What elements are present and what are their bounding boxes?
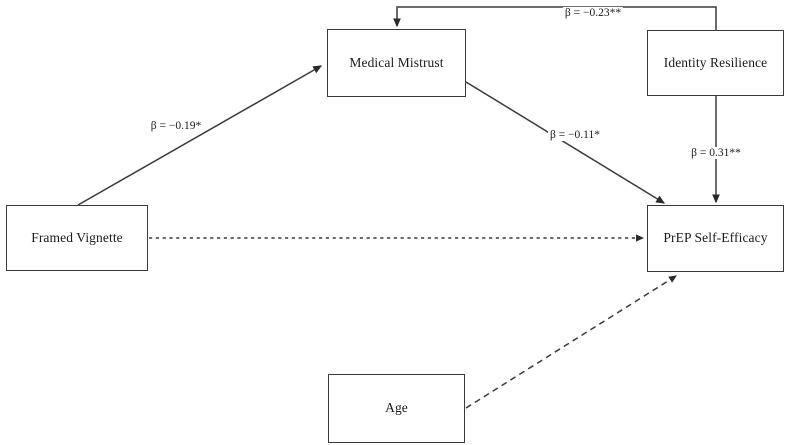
node-prep-self-efficacy[interactable]: PrEP Self-Efficacy <box>647 205 784 272</box>
node-age[interactable]: Age <box>328 374 465 443</box>
node-medical-mistrust-label: Medical Mistrust <box>349 54 444 70</box>
node-prep-self-efficacy-label: PrEP Self-Efficacy <box>663 230 768 246</box>
edge-vignette-to-mistrust <box>77 65 323 206</box>
edge-age-to-prep <box>465 275 677 409</box>
node-framed-vignette-label: Framed Vignette <box>31 229 123 245</box>
node-identity-resilience-label: Identity Resilience <box>663 54 768 70</box>
edge-label-identity-to-mistrust: β = −0.23** <box>562 7 624 19</box>
node-age-label: Age <box>385 400 408 416</box>
node-identity-resilience[interactable]: Identity Resilience <box>647 30 784 96</box>
edge-label-mistrust-to-prep: β = −0.11* <box>547 129 603 141</box>
node-framed-vignette[interactable]: Framed Vignette <box>6 205 148 271</box>
edge-label-identity-to-prep: β = 0.31** <box>689 147 743 159</box>
edge-mistrust-to-prep <box>465 81 666 204</box>
edge-label-vignette-to-mistrust: β = −0.19* <box>148 120 204 132</box>
edge-identity-to-mistrust <box>393 6 717 30</box>
node-medical-mistrust[interactable]: Medical Mistrust <box>327 29 466 97</box>
